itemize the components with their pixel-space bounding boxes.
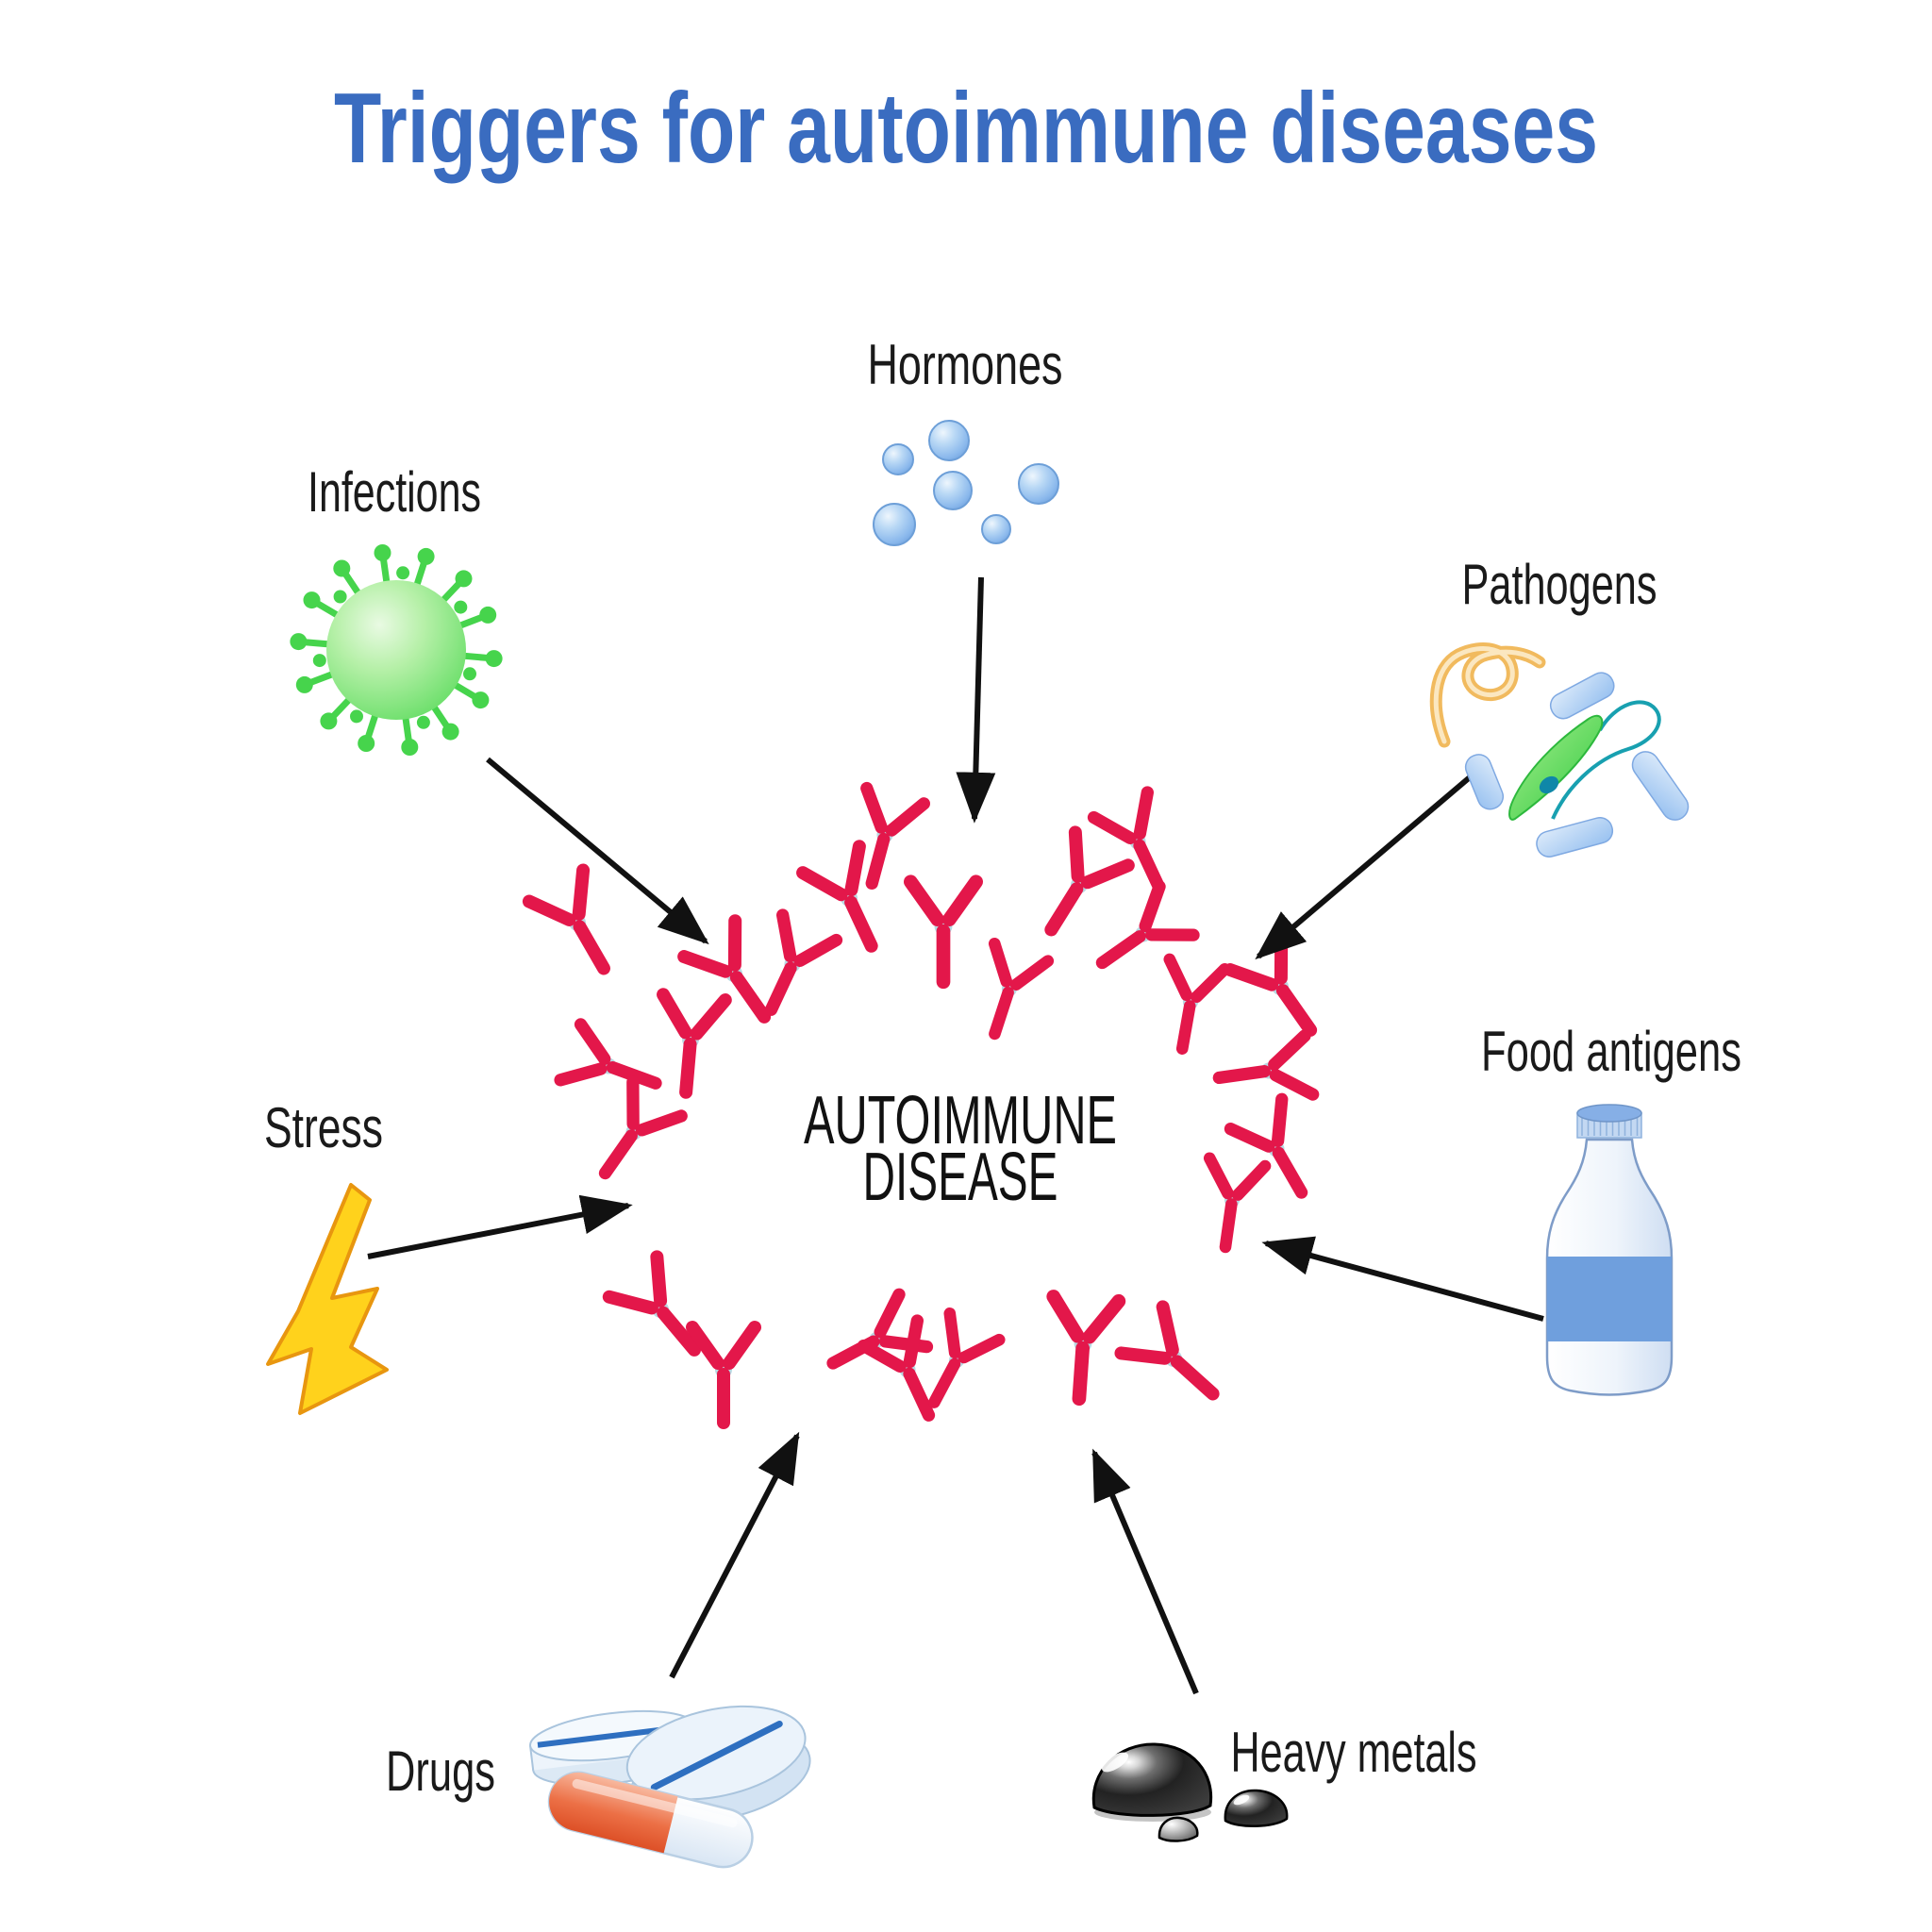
hormone-molecules-icon: [873, 420, 1059, 546]
food-antigens-label: Food antigens: [1481, 1020, 1741, 1083]
virus-icon: [290, 544, 503, 756]
arrow-pathogens-to-center: [1255, 769, 1478, 960]
capsule-pill: [547, 1771, 754, 1869]
arrow-food-antigens-to-center: [1261, 1236, 1544, 1322]
drugs-label: Drugs: [386, 1740, 495, 1803]
antibody-icon: [529, 871, 631, 984]
center-label-line2: DISEASE: [863, 1140, 1058, 1215]
antibody-icon: [1094, 792, 1186, 899]
antibody-icon: [1198, 1158, 1265, 1251]
bacteria-parasite-worm-icon: [1429, 642, 1690, 858]
helminth-worm-icon: [1429, 642, 1546, 748]
milk-bottle-icon: [1545, 1104, 1674, 1396]
infections-label: Infections: [308, 460, 481, 524]
antibody-icon: [910, 882, 975, 982]
trigger-stress-group: Stress: [264, 1096, 389, 1415]
page-title: Triggers for autoimmune diseases: [334, 73, 1598, 184]
trigger-infections-group: Infections: [290, 460, 503, 756]
arrow-drugs-to-center: [669, 1431, 800, 1679]
trigger-drugs-group: Drugs: [386, 1705, 811, 1869]
pathogens-label: Pathogens: [1462, 553, 1657, 616]
pills-capsule-icon: [528, 1705, 811, 1869]
arrow-heavy-metals-to-center: [1091, 1448, 1199, 1695]
center-label-line1: AUTOIMMUNE: [804, 1083, 1117, 1158]
heavy-metals-label: Heavy metals: [1231, 1721, 1477, 1784]
antibody-icon: [581, 1082, 681, 1191]
antibody-icon: [1046, 1296, 1119, 1401]
arrows: [367, 576, 1544, 1695]
flagellate-parasite-icon: [1508, 700, 1661, 821]
stress-label: Stress: [264, 1096, 383, 1159]
bacteria-rod-icon: [1464, 672, 1690, 858]
antibody-icon: [1215, 1036, 1313, 1107]
antibody-icon: [803, 846, 900, 958]
antibody-icon: [1121, 1307, 1233, 1417]
antibody-icon: [609, 1257, 718, 1370]
antibody-icon: [560, 1024, 666, 1111]
arrow-infections-to-center: [486, 757, 709, 945]
arrow-stress-to-center: [367, 1194, 633, 1259]
trigger-heavy-metals-group: Heavy metals: [1091, 1721, 1477, 1842]
antibody-icon: [655, 994, 725, 1094]
arrow-hormones-to-center: [956, 576, 996, 824]
milk-bottle-label-band: [1547, 1257, 1672, 1341]
mercury-drops-icon: [1091, 1742, 1289, 1842]
trigger-pathogens-group: Pathogens: [1429, 553, 1690, 858]
antibody-icon: [1155, 959, 1224, 1054]
lightning-bolt-icon: [266, 1183, 389, 1415]
antibody-icon: [1024, 832, 1127, 946]
antibody-icon: [1230, 934, 1336, 1048]
trigger-food-antigens-group: Food antigens: [1481, 1020, 1741, 1396]
hormones-label: Hormones: [868, 333, 1063, 396]
antibody-icon: [692, 1327, 755, 1423]
center-label-group: AUTOIMMUNE DISEASE: [804, 1083, 1117, 1215]
trigger-hormones-group: Hormones: [868, 333, 1063, 546]
antibody-icon: [968, 943, 1048, 1042]
